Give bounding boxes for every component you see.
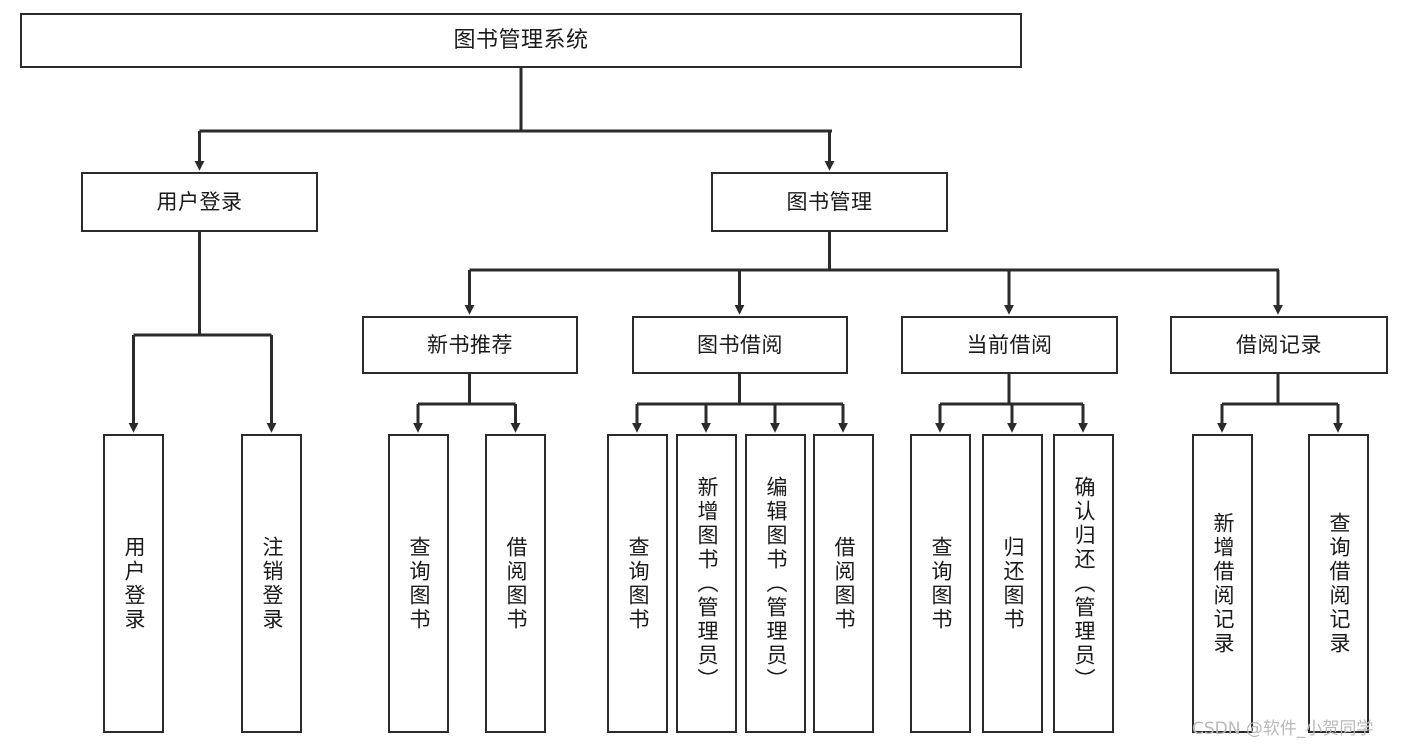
- node-label: 查询借阅记录: [1327, 511, 1351, 656]
- node-label: 新书推荐: [427, 332, 513, 357]
- leaf-query-book-recommend[interactable]: 查询图书: [388, 434, 449, 733]
- node-new-book-recommend[interactable]: 新书推荐: [362, 316, 578, 374]
- node-root-system[interactable]: 图书管理系统: [20, 13, 1022, 68]
- node-label: 确认归还（管理员）: [1072, 475, 1096, 692]
- node-label: 注销登录: [260, 535, 284, 632]
- node-label: 当前借阅: [966, 332, 1053, 357]
- leaf-user-login[interactable]: 用户登录: [103, 434, 164, 733]
- node-label: 查询图书: [407, 535, 431, 632]
- leaf-query-book-current[interactable]: 查询图书: [910, 434, 971, 733]
- node-book-borrow[interactable]: 图书借阅: [632, 316, 848, 374]
- node-label: 图书借阅: [697, 332, 783, 357]
- node-label: 用户登录: [156, 189, 243, 214]
- node-label: 查询图书: [626, 535, 650, 632]
- node-label: 图书管理系统: [453, 27, 589, 53]
- leaf-edit-book-admin[interactable]: 编辑图书（管理员）: [745, 434, 806, 733]
- leaf-confirm-return-admin[interactable]: 确认归还（管理员）: [1053, 434, 1114, 733]
- node-label: 借阅图书: [504, 535, 528, 632]
- node-label: 借阅图书: [832, 535, 856, 632]
- node-label: 归还图书: [1001, 535, 1025, 632]
- node-label: 新增图书（管理员）: [695, 475, 719, 692]
- leaf-query-book-borrow[interactable]: 查询图书: [607, 434, 668, 733]
- node-current-borrow[interactable]: 当前借阅: [901, 316, 1118, 374]
- node-book-manage[interactable]: 图书管理: [711, 172, 948, 232]
- leaf-query-borrow-record[interactable]: 查询借阅记录: [1308, 434, 1369, 733]
- leaf-add-borrow-record[interactable]: 新增借阅记录: [1192, 434, 1253, 733]
- node-user-login[interactable]: 用户登录: [81, 172, 318, 232]
- leaf-add-book-admin[interactable]: 新增图书（管理员）: [676, 434, 737, 733]
- node-label: 图书管理: [786, 189, 873, 214]
- node-label: 借阅记录: [1236, 332, 1322, 357]
- node-label: 新增借阅记录: [1211, 511, 1235, 656]
- node-borrow-record[interactable]: 借阅记录: [1170, 316, 1388, 374]
- node-label: 查询图书: [929, 535, 953, 632]
- leaf-return-book[interactable]: 归还图书: [982, 434, 1043, 733]
- leaf-logout[interactable]: 注销登录: [241, 434, 302, 733]
- leaf-borrow-book[interactable]: 借阅图书: [813, 434, 874, 733]
- node-label: 用户登录: [122, 535, 146, 632]
- leaf-borrow-book-recommend[interactable]: 借阅图书: [485, 434, 546, 733]
- node-label: 编辑图书（管理员）: [764, 475, 788, 692]
